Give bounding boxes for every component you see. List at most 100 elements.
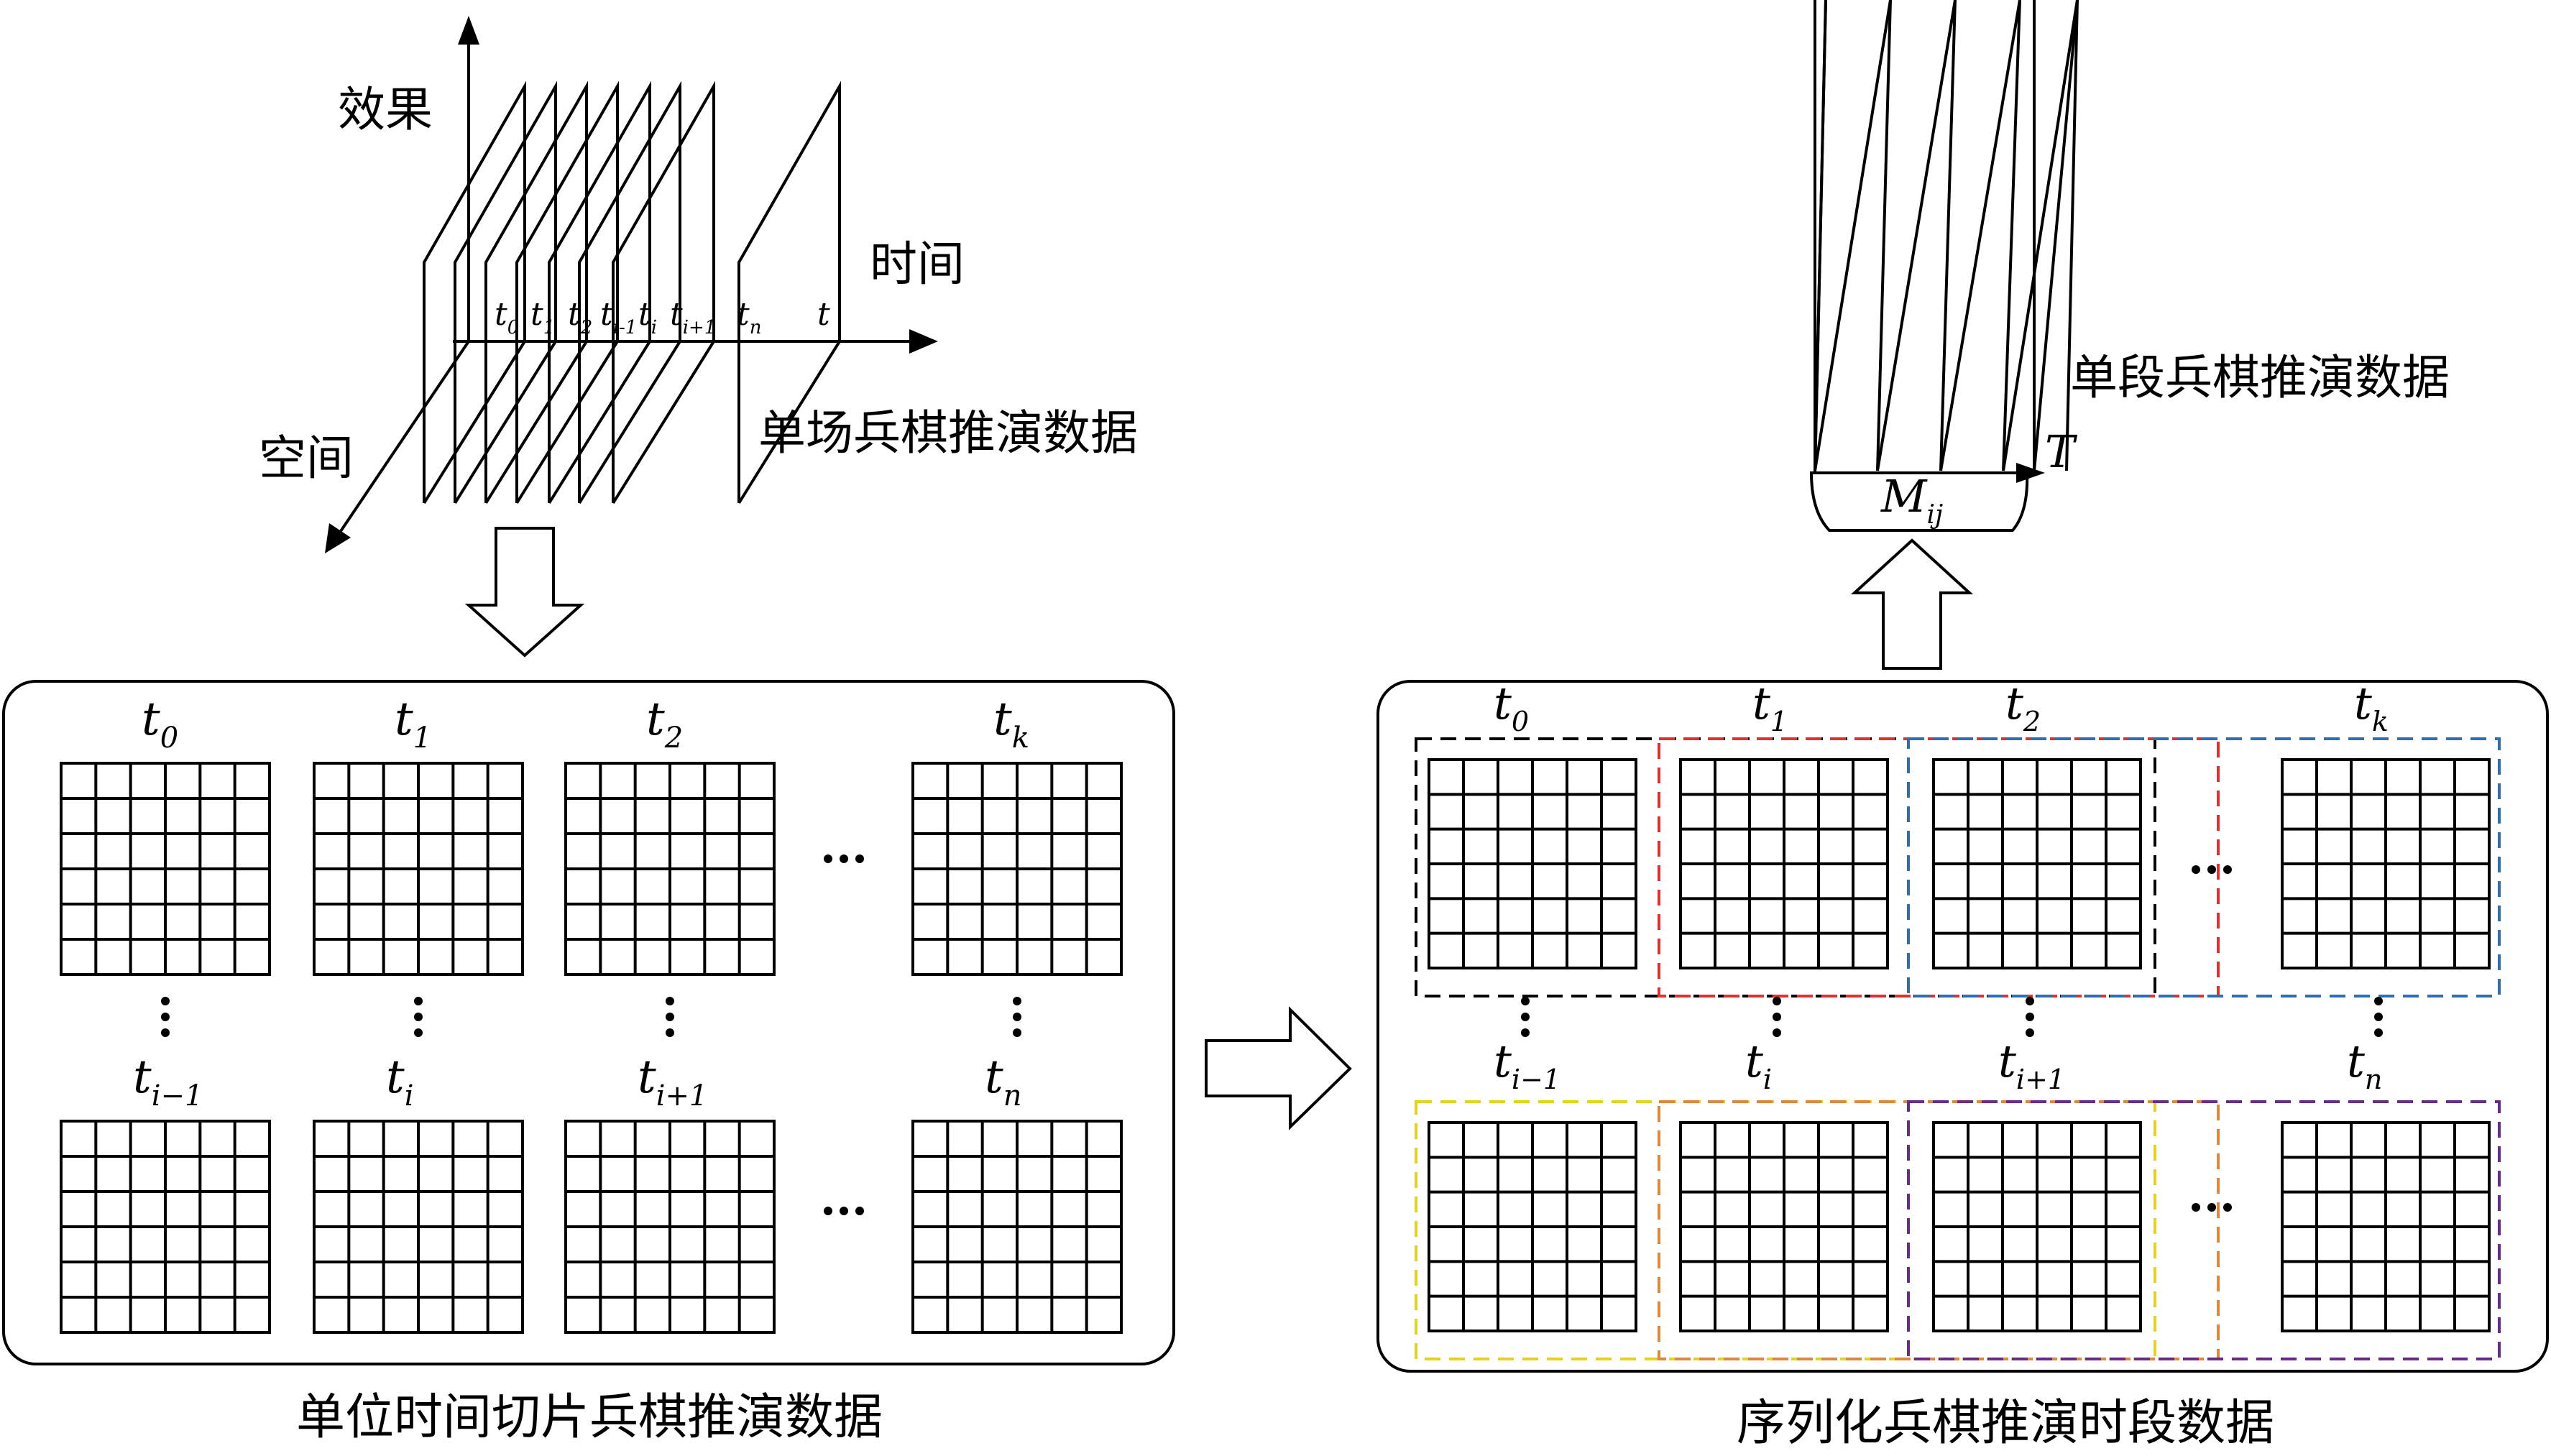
- time-tick-label-sub: 0: [507, 317, 520, 338]
- slice-label: ti−1: [133, 1051, 203, 1112]
- ellipsis-h-dot: [855, 1207, 864, 1215]
- slice-label-base: t: [638, 1051, 656, 1104]
- time-slice-plane: [612, 80, 715, 504]
- segment-base: [1809, 471, 2029, 532]
- slice-grid: [60, 1120, 271, 1334]
- sequence-ellipses: [1521, 865, 2383, 1212]
- slice-label-sub: 1: [413, 722, 431, 755]
- slice-grid: [313, 1120, 524, 1334]
- sequence-label-base: t: [2347, 1035, 2365, 1087]
- ellipsis-v-dot: [161, 1013, 170, 1021]
- sequence-label: ti+1: [1998, 1035, 2065, 1095]
- ellipsis-v-dot: [161, 1028, 170, 1037]
- sequence-label-base: t: [1494, 677, 1512, 729]
- segment-diagonal: [1939, 0, 2021, 471]
- label-single-segment-data: 单段兵棋推演数据: [2070, 350, 2450, 405]
- ellipsis-v: [1521, 997, 1530, 1037]
- time-slice-plane: [548, 80, 651, 504]
- sequence-label-sub: k: [2372, 706, 2389, 737]
- ellipsis-h-dot: [840, 854, 848, 863]
- slice-label-sub: n: [1003, 1079, 1022, 1112]
- ellipsis-v-dot: [2374, 1013, 2383, 1021]
- ellipsis-h-dot: [824, 854, 832, 863]
- sequence-grid: [1932, 758, 2142, 969]
- slice-label: t2: [646, 693, 683, 755]
- segment-axis-var: T: [2045, 425, 2078, 478]
- effect-axis-arrowhead: [458, 16, 479, 45]
- label-effect: 效果: [338, 82, 433, 137]
- ellipsis-h-dot: [2223, 865, 2232, 874]
- label-single-game-data: 单场兵棋推演数据: [758, 405, 1138, 461]
- slice-label-base: t: [395, 693, 413, 746]
- segment-diagonal: [1814, 0, 1892, 471]
- time-slice-plane: [423, 80, 526, 504]
- up-flow-arrow: [1850, 538, 1974, 670]
- time-tick-label-base: t: [568, 296, 581, 333]
- ellipsis-v-dot: [414, 1013, 423, 1021]
- unit-slice-panel: [2, 680, 1175, 1365]
- time-tick-label: ti-1: [600, 296, 637, 338]
- slice-label-sub: i+1: [656, 1079, 708, 1112]
- ellipsis-v: [414, 997, 423, 1037]
- ellipsis-v: [1773, 997, 1781, 1037]
- sliding-window-top: [1907, 737, 2501, 997]
- time-tick-label-base: t: [737, 296, 750, 333]
- time-tick-label-sub: i-1: [613, 317, 638, 338]
- time-axis-var: t: [817, 296, 830, 333]
- sequence-grid: [1428, 1121, 1637, 1332]
- ellipsis-h: [2192, 865, 2232, 874]
- segment-label: Mij: [1880, 470, 1943, 530]
- sequence-label-base: t: [1745, 1035, 1763, 1087]
- ellipsis-v-dot: [1773, 1028, 1781, 1037]
- sequence-label-base: t: [2354, 677, 2372, 729]
- ellipsis-v-dot: [414, 997, 423, 1005]
- segment-diagonal: [2033, 0, 2079, 471]
- slice-label: ti+1: [638, 1051, 707, 1112]
- ellipsis-v-dot: [666, 1013, 674, 1021]
- sequence-label-base: t: [2005, 677, 2023, 729]
- ellipsis-v-dot: [1773, 997, 1781, 1005]
- time-tick-label-sub: n: [750, 317, 762, 338]
- sequence-grid: [1679, 758, 1889, 969]
- sequence-label-base: t: [1998, 1035, 2016, 1087]
- time-tick-label-base: t: [670, 296, 683, 333]
- ellipsis-v-dot: [1013, 1013, 1021, 1021]
- segment-stroke: [2002, 0, 2021, 471]
- ellipsis-h: [2192, 1203, 2232, 1212]
- ellipsis-v-dot: [2026, 997, 2034, 1005]
- time-tick-label-sub: 1: [543, 317, 556, 338]
- sequence-label-sub: 0: [1512, 706, 1529, 737]
- time-tick-label: t2: [568, 296, 592, 338]
- sequence-label: ti−1: [1494, 1035, 1561, 1095]
- ellipsis-v: [1013, 997, 1021, 1037]
- sequence-grid: [1932, 1121, 2142, 1332]
- slice-label-base: t: [142, 693, 160, 746]
- ellipsis-h-dot: [2192, 1203, 2200, 1212]
- sequence-label: ti: [1745, 1035, 1772, 1095]
- ellipsis-v: [161, 997, 170, 1037]
- caption-unit-slice: 单位时间切片兵棋推演数据: [296, 1389, 883, 1446]
- slice-grid: [911, 1120, 1123, 1334]
- slice-grid: [564, 1120, 776, 1334]
- sequence-label: t0: [1494, 677, 1529, 737]
- ellipsis-h-dot: [2207, 1203, 2216, 1212]
- slice-grid: [911, 762, 1123, 976]
- ellipsis-h-dot: [2223, 1203, 2232, 1212]
- segment-label-sub: ij: [1926, 500, 1943, 530]
- slice-label-base: t: [985, 1051, 1003, 1104]
- slice-label: tk: [993, 693, 1029, 755]
- sequence-label-sub: 2: [2023, 706, 2041, 737]
- time-tick-label: t1: [530, 296, 555, 338]
- ellipsis-v: [2026, 997, 2034, 1037]
- ellipsis-v: [666, 997, 674, 1037]
- right-flow-arrow: [1205, 1006, 1352, 1130]
- space-axis-arrowhead: [325, 523, 351, 553]
- sliding-window-bottom: [1907, 1100, 2501, 1360]
- ellipsis-h-dot: [824, 1207, 832, 1215]
- segment-stroke: [2065, 0, 2079, 471]
- segment-bundle: [1809, 0, 2079, 532]
- segment-stroke: [1939, 0, 1957, 471]
- segment-diagonal: [2002, 0, 2079, 471]
